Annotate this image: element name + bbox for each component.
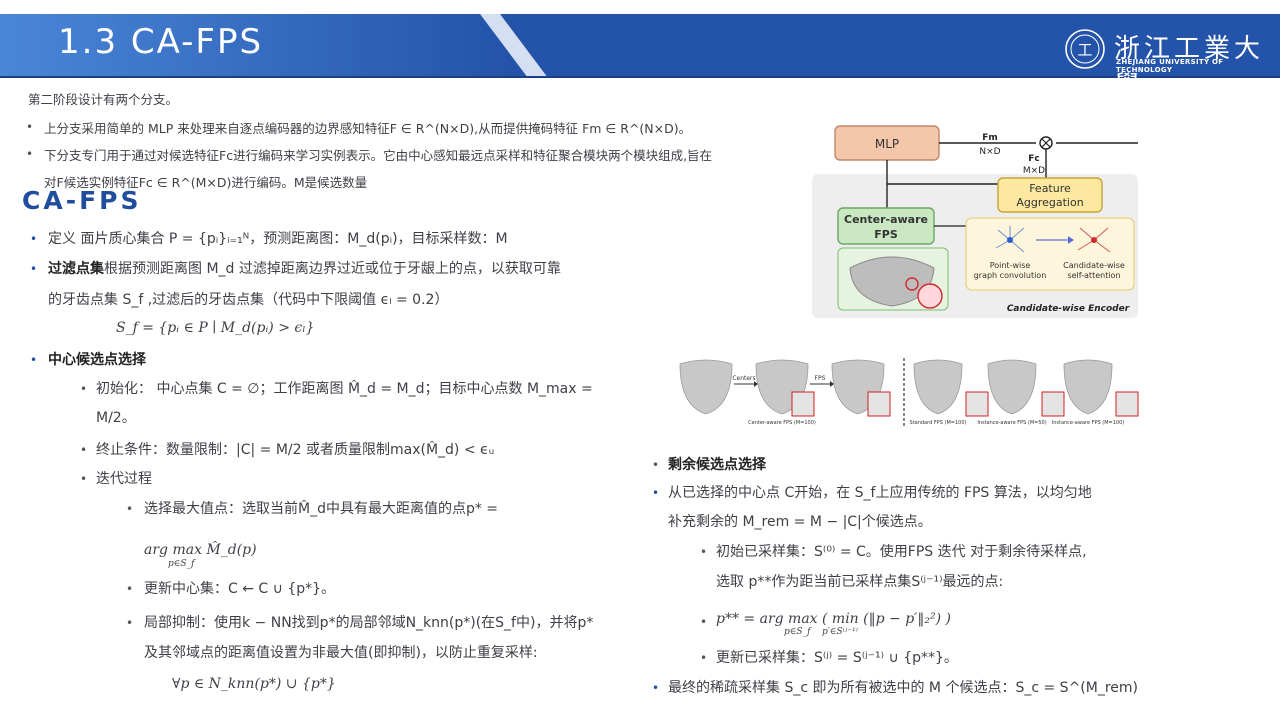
formula-subscript-pprime: p′∈S⁽ʲ⁻¹⁾ [822,627,858,637]
fm-label: Fm [982,133,998,143]
filter-heading: 过滤点集 [48,261,104,277]
fps-label: FPS [874,228,898,241]
encoder-modules-panel [965,217,1135,291]
definition-text: 定义 面片质心集合 P = {pᵢ}ᵢ₌₁ᴺ，预测距离图：M_d(pᵢ)，目标采… [48,231,508,247]
suppression-formula: ∀p ∈ N_knn(p*) ∪ {p*} [172,676,336,692]
bullet-dot: • [126,616,134,630]
encoder-label: Candidate-wise Encoder [1007,304,1130,314]
bullet-dot: • [700,545,708,559]
final-sampled-set: 最终的稀疏采样集 S_c 即为所有被选中的 M 个候选点：S_c = S^(M_… [668,680,1138,696]
feature-aggregation-box [997,177,1103,213]
bullet-dot: • [700,615,708,629]
select-formula-subscript: p∈S_f [168,559,195,569]
select-formula: arg max M̂_d(p) [144,542,257,558]
remaining-line-2: 补充剩余的 M_rem = M − |C|个候选点。 [668,514,932,530]
bullet-dot: • [26,147,34,161]
centers-label: Centers [732,375,755,382]
caption-instance-100: Instance-aware FPS (M=100) [1052,420,1125,426]
bullet-dot: • [80,472,88,486]
remaining-line-1: 从已选择的中心点 C开始，在 S_f上应用传统的 FPS 算法，以均匀地 [668,485,1092,501]
intro-line: 第二阶段设计有两个分支。 [28,92,179,107]
farthest-point-formula: p** = arg max ( min (‖p − p′‖₂²) ) [716,611,951,627]
fc-label: Fc [1028,154,1039,164]
bullet-dot: • [30,262,38,276]
remaining-heading: 剩余候选点选择 [668,457,766,473]
caption-standard: Standard FPS (M=100) [910,420,967,426]
fm-dim-label: N×D [979,147,1000,157]
suppression-line-2: 及其邻域点的距离值设置为非最大值(即抑制)，以防止重复采样: [144,645,538,661]
bullet-dot: • [26,120,34,134]
intro-bullet-2-line-2: 对F候选实例特征Fc ∈ R^(M×D)进行编码。M是候选数量 [44,175,368,190]
caption-center-aware: Center-aware FPS (M=100) [748,420,816,426]
fps-comparison-figure: Centers FPS Center-aware FPS (M=100) Sta… [679,358,1139,428]
center-heading: 中心候选点选择 [48,352,146,368]
tooth-model-1 [679,359,733,415]
bullet-dot: • [652,458,660,472]
tooth-model-6 [1063,359,1113,415]
init-line-1: 初始化： 中心点集 C = ∅；工作距离图 M̂_d = M_d；目标中心点数 … [96,381,593,397]
filter-line-1: 过滤点集根据预测距离图 M_d 过滤掉距离边界过近或位于牙龈上的点，以获取可靠 [48,258,561,278]
bullet-dot: • [30,232,38,246]
header-bar: 1.3 CA-FPS 工 浙江工業大學 ZHEJIANG UNIVERSITY … [0,0,1280,101]
university-name-cn: 浙江工業大學 [1114,34,1265,101]
filter-text: 根据预测距离图 M_d 过滤掉距离边界过近或位于牙龈上的点，以获取可靠 [104,261,561,277]
bullet-dot: • [126,582,134,596]
stop-condition: 终止条件：数量限制：|C| = M/2 或者质量限制max(M̂_d) < ϵᵤ [96,442,495,458]
bullet-dot: • [652,681,660,695]
init-line-2: M/2。 [96,410,136,426]
fps-init-line-2: 选取 p**作为距当前已采样点集S⁽ʲ⁻¹⁾最远的点: [716,574,1004,590]
caption-instance-50: Instance-aware FPS (M=50) [977,420,1046,426]
update-sampled-set: 更新已采样集：S⁽ʲ⁾ = S⁽ʲ⁻¹⁾ ∪ {p**}。 [716,650,958,666]
intro-bullet-2-line-1: 下分支专门用于通过对候选特征Fc进行编码来学习实例表示。它由中心感知最远点采样和… [44,148,713,163]
filter-line-2: 的牙齿点集 S_f ,过滤后的牙齿点集（代码中下限阈值 ϵₗ = 0.2） [48,292,449,308]
formula-subscript-p: p∈S_f [784,627,811,637]
fps-arrow-label: FPS [815,375,826,382]
svg-text:工: 工 [1077,41,1092,59]
center-aware-label: Center-aware [844,213,928,226]
select-line-1: 选择最大值点：选取当前M̂_d中具有最大距离值的点p* = [144,501,499,517]
page-title: 1.3 CA-FPS [58,22,264,62]
mlp-label: MLP [875,137,899,151]
tooth-model-4 [913,359,963,415]
bullet-dot: • [652,486,660,500]
university-logo-icon: 工 [1065,29,1105,69]
section-title: CA-FPS [22,186,142,215]
tooth-model-5 [987,359,1037,415]
fps-init-line-1: 初始已采样集：S⁽⁰⁾ = C。使用FPS 迭代 对于剩余待采样点, [716,544,1087,560]
bullet-dot: • [126,502,134,516]
intro-bullet-1: 上分支采用简单的 MLP 来处理来自逐点编码器的边界感知特征F ∈ R^(N×D… [44,121,692,136]
fc-dim-label: M×D [1023,166,1045,176]
university-name-en: ZHEJIANG UNIVERSITY OF TECHNOLOGY [1116,58,1224,74]
bullet-dot: • [80,443,88,457]
bullet-dot: • [80,382,88,396]
filter-formula: S_f = {pᵢ ∈ P ∣ M_d(pᵢ) > ϵₗ} [116,320,315,336]
bullet-dot: • [700,651,708,665]
update-center-set: 更新中心集：C ← C ∪ {p*}。 [144,581,336,597]
suppression-line-1: 局部抑制：使用k − NN找到p*的局部邻域N_knn(p*)(在S_f中)，并… [144,615,594,631]
iteration-heading: 迭代过程 [96,471,152,487]
bullet-dot: • [30,353,38,367]
